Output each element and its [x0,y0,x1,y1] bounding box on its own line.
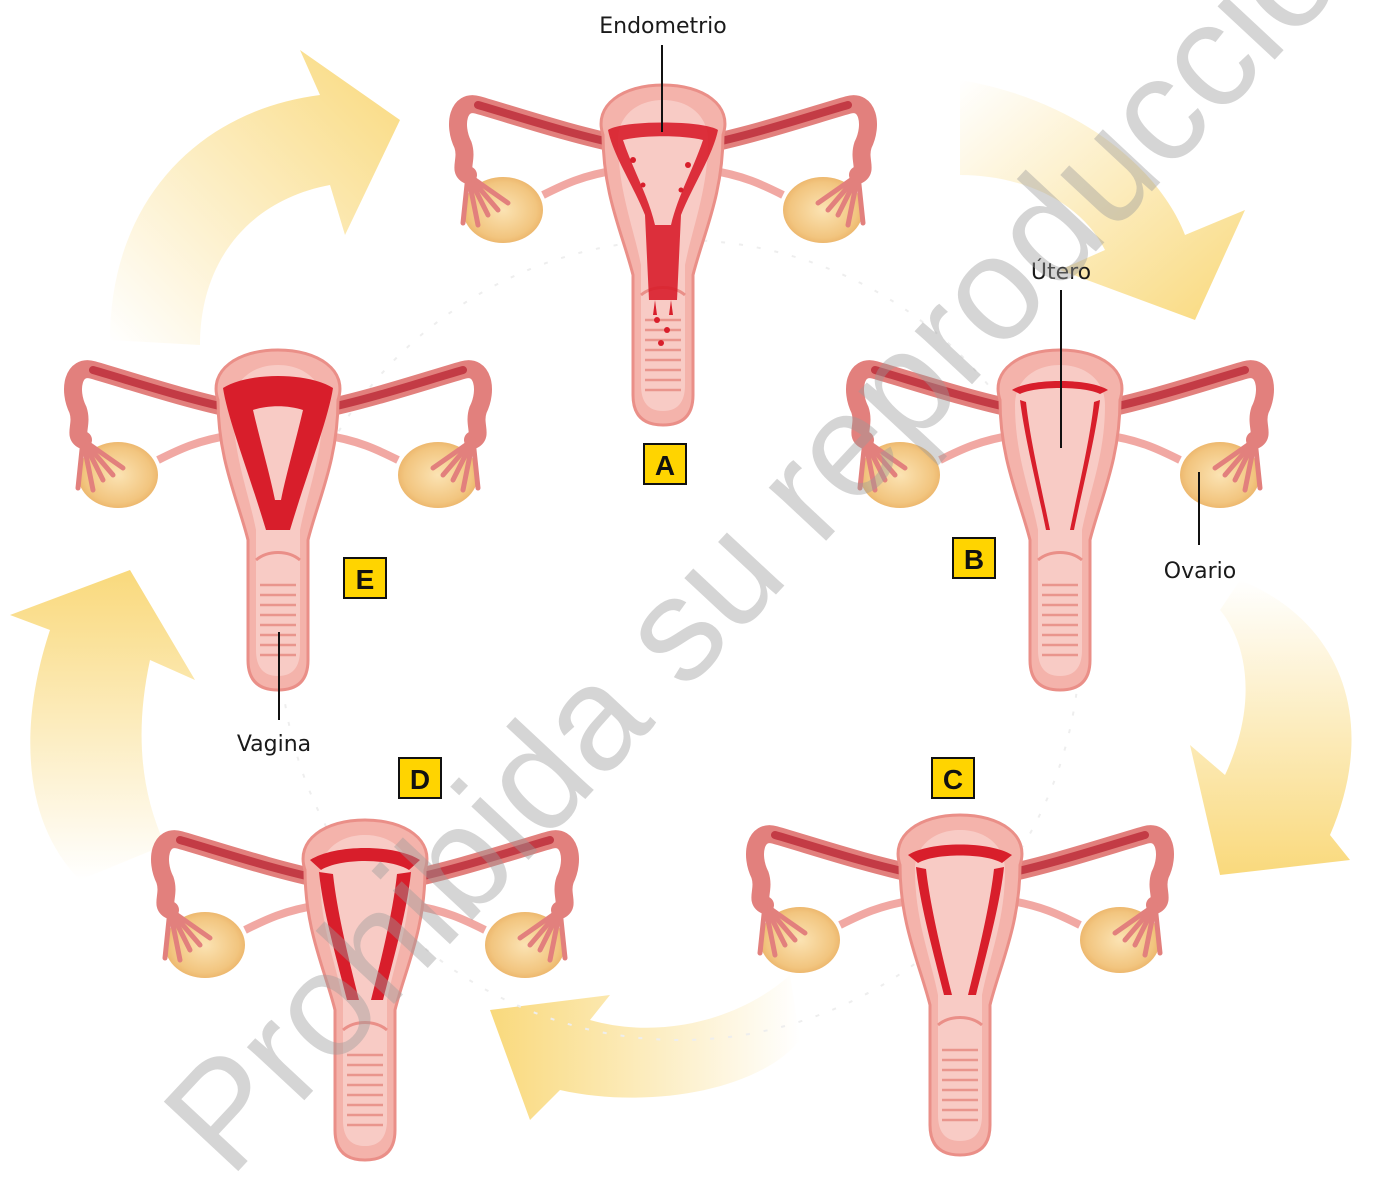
svg-text:C: C [943,764,963,795]
cycle-arrow-e-to-a [110,50,400,345]
label-vagina: Vagina [237,732,311,757]
svg-text:B: B [964,544,984,575]
label-endometrio: Endometrio [599,14,726,39]
label-ovario: Ovario [1164,559,1236,584]
stage-badge-b: B [953,538,995,578]
stage-badge-c: C [932,758,974,798]
svg-text:E: E [356,564,375,595]
cycle-arrow-b-to-c [1190,580,1352,875]
uterus-stage-c [755,815,1165,1155]
stage-badge-e: E [344,558,386,598]
stage-badge-a: A [644,444,686,484]
svg-text:A: A [655,450,675,481]
cycle-arrow-c-to-d [490,975,800,1120]
